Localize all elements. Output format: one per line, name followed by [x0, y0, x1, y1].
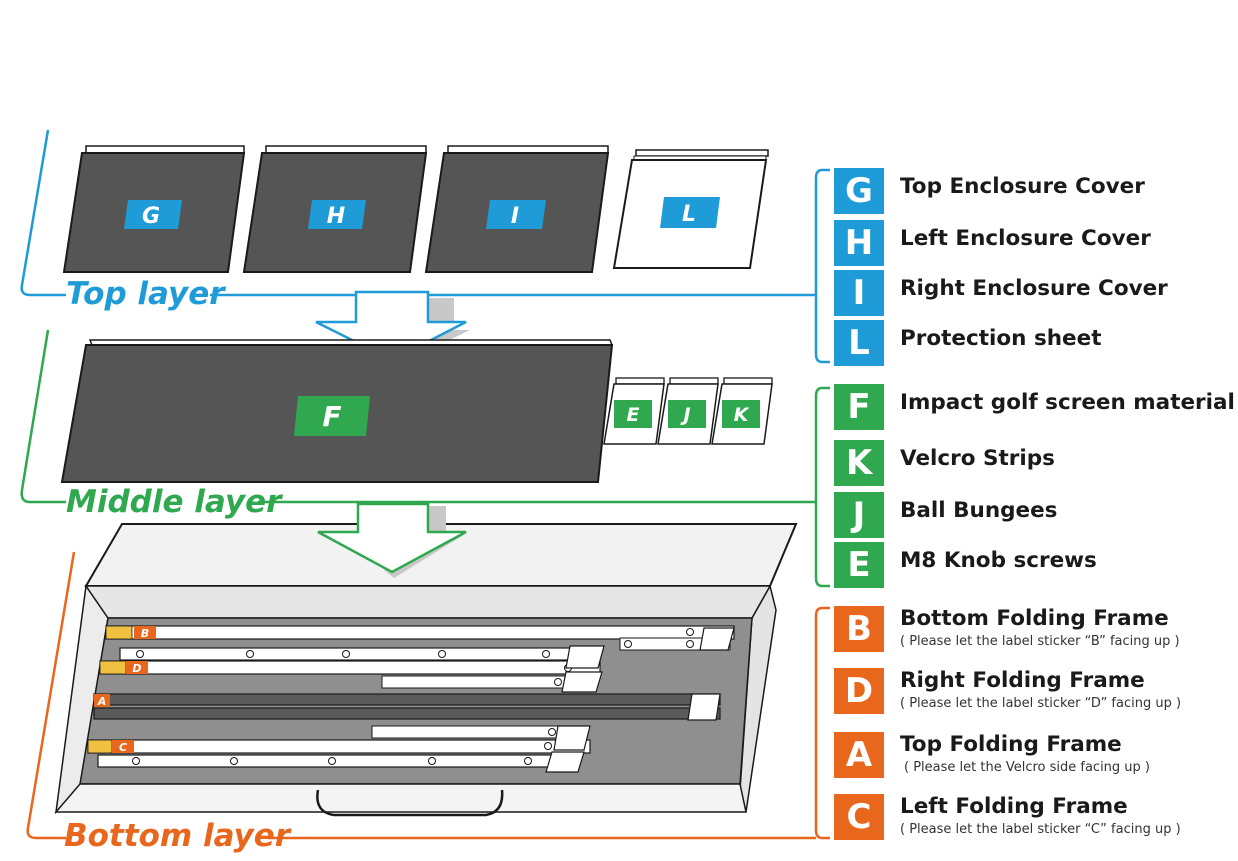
middle-arrow — [317, 502, 467, 574]
top-layer-label: Top layer — [66, 276, 226, 312]
legend-label-b: Bottom Folding Frame — [900, 606, 1169, 631]
legend-badge-d: D — [834, 668, 884, 714]
case-handle — [316, 789, 504, 817]
bottom-legend-bracket — [814, 606, 830, 840]
frame-c: C — [87, 739, 591, 768]
bottom-layer-bracket — [26, 551, 76, 840]
frame-d: D — [99, 660, 601, 689]
top-layer-group: Top layer G H I L — [20, 129, 816, 366]
legend-label-g: Top Enclosure Cover — [900, 174, 1145, 199]
legend-badge-a: A — [834, 732, 884, 778]
panel-h: H — [242, 145, 428, 273]
legend-label-h: Left Enclosure Cover — [900, 226, 1151, 251]
legend-note-a: ( Please let the Velcro side facing up ) — [904, 760, 1151, 775]
legend-badge-f: F — [834, 384, 884, 430]
bag-j: J — [657, 377, 719, 445]
panel-i: I — [424, 145, 610, 273]
frame-a: A — [93, 693, 721, 720]
legend-badge-e: E — [834, 542, 884, 588]
legend-badge-c: C — [834, 794, 884, 840]
frame-hinges — [545, 627, 735, 773]
legend-badge-k: K — [834, 440, 884, 486]
bag-e-letter: E — [627, 404, 640, 426]
bottom-layer-label: Bottom layer — [64, 818, 292, 854]
bag-k: K — [711, 377, 773, 445]
legend-label-f: Impact golf screen material — [900, 390, 1235, 415]
legend-label-j: Ball Bungees — [900, 498, 1058, 523]
legend-label-e: M8 Knob screws — [900, 548, 1097, 573]
panel-f-letter: F — [322, 400, 341, 433]
legend-note-c: ( Please let the label sticker “C” facin… — [900, 822, 1181, 837]
panel-l: L — [612, 149, 769, 269]
panel-f: F — [60, 339, 614, 483]
panel-l-letter: L — [682, 202, 696, 227]
frame-c-tag: C — [119, 741, 127, 754]
legend-badge-b: B — [834, 606, 884, 652]
middle-layer-bracket — [20, 329, 66, 504]
frame-b: B — [105, 625, 735, 651]
bag-j-letter: J — [679, 404, 690, 426]
legend-label-a: Top Folding Frame — [900, 732, 1122, 757]
legend-note-b: ( Please let the label sticker “B” facin… — [900, 634, 1180, 649]
legend-badge-i: I — [834, 270, 884, 316]
top-legend-bracket — [814, 168, 830, 364]
legend-note-d: ( Please let the label sticker “D” facin… — [900, 696, 1182, 711]
panel-g: G — [62, 145, 246, 273]
frame-b-lower-bar — [119, 647, 599, 661]
middle-layer-label: Middle layer — [66, 484, 283, 520]
frame-b-tag: B — [141, 627, 149, 640]
frame-d-tag: D — [132, 662, 141, 675]
case-group: B D A C — [54, 502, 798, 817]
case-back-wall — [84, 585, 772, 619]
top-layer-bracket — [20, 129, 66, 297]
legend-label-i: Right Enclosure Cover — [900, 276, 1168, 301]
frame-a-tag: A — [97, 695, 107, 708]
panel-h-letter: H — [327, 204, 345, 229]
panel-g-letter: G — [142, 204, 160, 229]
legend-label-c: Left Folding Frame — [900, 794, 1128, 819]
legend-badge-h: H — [834, 220, 884, 266]
legend-label-d: Right Folding Frame — [900, 668, 1145, 693]
legend-label-k: Velcro Strips — [900, 446, 1055, 471]
case-front-wall — [54, 783, 747, 813]
panel-i-letter: I — [511, 204, 519, 229]
bag-e: E — [603, 377, 665, 445]
legend-badge-l: L — [834, 320, 884, 366]
legend-badge-j: J — [834, 492, 884, 538]
middle-legend-bracket — [814, 386, 830, 588]
middle-layer-group: Middle layer F E J K — [20, 329, 816, 520]
legend-label-l: Protection sheet — [900, 326, 1102, 351]
legend-badge-g: G — [834, 168, 884, 214]
bag-k-letter: K — [734, 404, 750, 426]
